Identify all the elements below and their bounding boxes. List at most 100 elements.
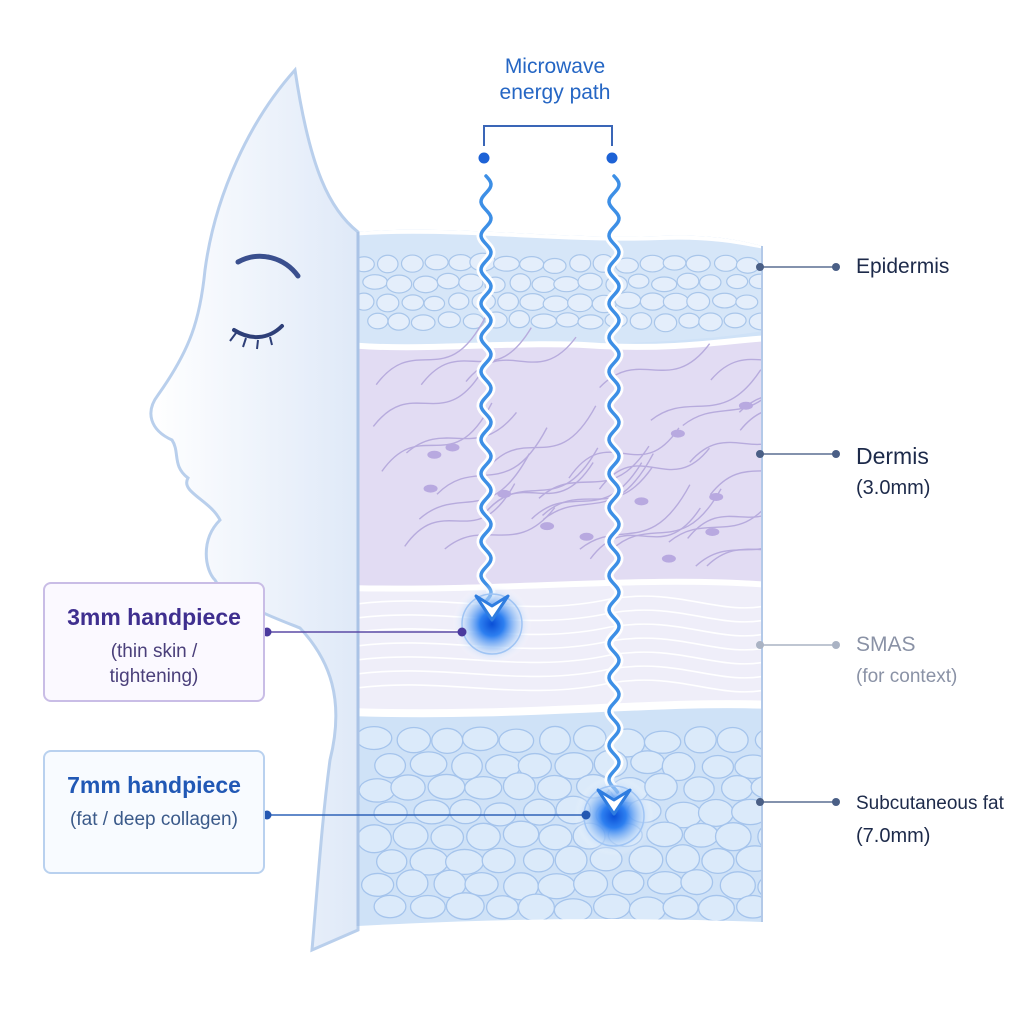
collagen-fiber [650, 369, 762, 421]
epidermis-cell [497, 292, 520, 312]
fat-cell [750, 775, 762, 800]
fibroblast [738, 401, 753, 410]
fibroblast [705, 527, 720, 536]
fat-cell [466, 822, 501, 851]
skin-layers [358, 229, 762, 926]
fat-cell [358, 726, 393, 751]
fat-cell [522, 848, 555, 873]
collagen-fiber [542, 466, 654, 516]
fat-cell [373, 894, 407, 919]
fat-cell [716, 726, 749, 754]
epidermis-cell [569, 254, 592, 273]
smas-fibers [358, 595, 762, 693]
focal-spot-icon [452, 584, 532, 664]
collagen-fiber [372, 368, 484, 427]
epidermis-cell [519, 293, 546, 311]
fat-cell [683, 822, 719, 848]
fat-cell [395, 869, 429, 898]
fat-cell [643, 730, 682, 754]
collagen-fiber [710, 332, 762, 381]
fat-cell [430, 824, 465, 851]
fat-cell [374, 752, 407, 779]
collagen-fiber [531, 462, 643, 520]
smas-fiber [358, 623, 762, 637]
fat-cell [662, 894, 699, 920]
fat-cell [502, 772, 536, 801]
epidermis-cell [577, 272, 603, 291]
collagen-fiber [381, 402, 493, 472]
fat-cell [553, 898, 593, 923]
epidermis-cell [629, 312, 653, 330]
epidermis-cell [686, 291, 711, 312]
collagen-fiber [695, 513, 762, 567]
fat-cell [536, 774, 573, 801]
fat-cell [572, 725, 607, 752]
fat-cell [714, 822, 752, 852]
fat-cell [683, 726, 717, 754]
fat-cell [646, 870, 684, 895]
epidermis-cell [726, 273, 749, 290]
fat-label: Subcutaneous fat [856, 793, 1004, 814]
epidermis-cell [376, 293, 400, 313]
smas-fiber [358, 679, 762, 693]
epidermis-cell [530, 313, 558, 330]
fat-cell [392, 821, 429, 850]
fat-cell [734, 754, 762, 780]
collagen-fiber [404, 483, 516, 547]
epidermis-cell [678, 312, 701, 329]
collagen-fiber [405, 411, 518, 454]
collagen-fiber [375, 314, 487, 386]
fat-cell [539, 725, 572, 755]
epidermis-cell [735, 294, 759, 310]
epidermis-cell [376, 254, 399, 274]
smas-fiber [358, 595, 762, 609]
wave-arrow-icon [479, 174, 493, 602]
collagen-fiber [568, 427, 680, 479]
epidermis-cell [698, 312, 723, 332]
fat-depth: (7.0mm) [856, 825, 931, 847]
epidermis-cell [712, 292, 738, 309]
fat-cell [661, 751, 696, 782]
fat-cell [358, 824, 393, 854]
fat-cell [665, 844, 701, 874]
layer-leaders [760, 266, 836, 803]
fat-cell [502, 820, 540, 848]
fat-cell [431, 727, 464, 755]
collagen-fiber [420, 327, 532, 386]
epidermis-cell [410, 314, 436, 332]
fat-cell [373, 801, 408, 826]
fat-cell [409, 894, 446, 919]
wave-arrow-icon [607, 174, 621, 794]
fat-cell [360, 872, 395, 897]
hp7-callout: 7mm handpiece (fat / deep collagen) [43, 750, 265, 874]
epidermis-cell [723, 312, 747, 329]
fat-cell [757, 822, 762, 852]
epidermis-cell [493, 255, 520, 272]
fibroblast [661, 554, 676, 563]
collagen-fiber [668, 489, 762, 543]
collagen-fiber [709, 426, 762, 496]
epidermis-cell [448, 254, 473, 272]
fat-cell [396, 726, 432, 754]
fat-cell [358, 778, 396, 803]
fat-cell [630, 750, 666, 775]
energy-path-title: Microwave energy path [440, 54, 670, 105]
energy-path-title-line1: Microwave [504, 55, 606, 78]
collagen-fiber [485, 405, 597, 471]
fat-cell [538, 824, 573, 851]
fat-cell [517, 893, 556, 922]
epidermis-cell [362, 274, 388, 290]
fibroblast [497, 489, 512, 498]
collagen-fiber [610, 488, 722, 551]
fat-cell [390, 774, 426, 801]
smas-label: SMAS [856, 633, 916, 656]
epidermis-cell [531, 275, 557, 294]
epidermis-cell [627, 273, 650, 289]
fat-cell [485, 895, 519, 920]
fat-cell [628, 896, 667, 924]
hp3-title: 3mm handpiece [67, 604, 241, 630]
fat-cell [554, 845, 588, 875]
arrow-head [474, 594, 510, 622]
epidermis-cell [424, 254, 449, 271]
fat-cell [449, 798, 482, 825]
